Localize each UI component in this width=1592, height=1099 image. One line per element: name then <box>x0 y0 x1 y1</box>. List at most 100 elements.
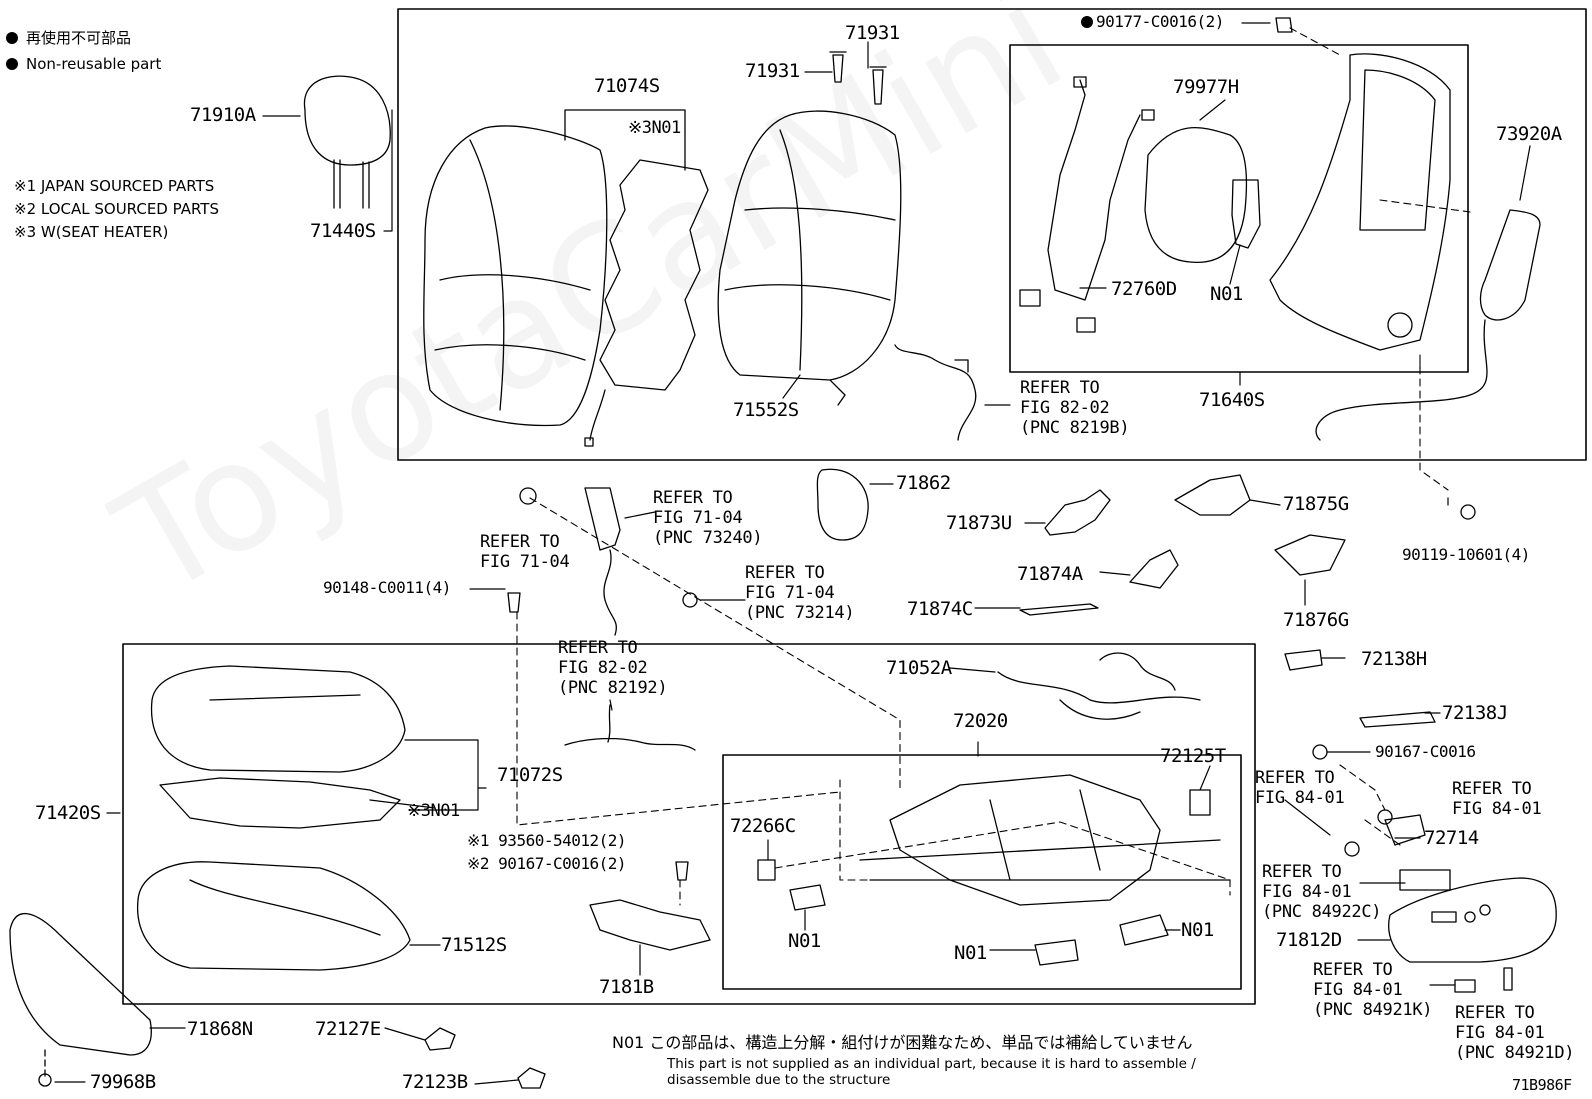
refer-fig-84-01-b[interactable]: REFER TO FIG 84-01 <box>1452 779 1542 819</box>
part-label-71931-a[interactable]: 71931 <box>745 60 800 82</box>
cushion-cover-drawing <box>150 665 406 773</box>
adjuster-subgroup-box <box>722 754 1242 990</box>
refer-fig-82-02-8219B[interactable]: REFER TO FIG 82-02 (PNC 8219B) <box>1020 378 1130 438</box>
part-label-72760D[interactable]: 72760D <box>1111 278 1177 300</box>
part-label-71640S[interactable]: 71640S <box>1199 389 1265 411</box>
refer-line: FIG 84-01 <box>1313 980 1403 1000</box>
part-label-90148[interactable]: 90148-C0011(4) <box>323 578 451 597</box>
legend-jp-text: 再使用不可部品 <box>26 29 132 47</box>
part-label-90167-2[interactable]: ※2 90167-C0016(2) <box>467 854 627 873</box>
part-label-71868N[interactable]: 71868N <box>187 1018 253 1040</box>
seatback-frame-parts-drawing <box>1019 76 1261 333</box>
seatback-pad-drawing <box>717 110 902 406</box>
part-label-71812D[interactable]: 71812D <box>1276 929 1342 951</box>
refer-line: (PNC 84922C) <box>1262 902 1382 922</box>
refer-fig-71-04-73240[interactable]: REFER TO FIG 71-04 (PNC 73240) <box>653 488 763 548</box>
legend-non-reusable-jp: 再使用不可部品 <box>6 31 131 46</box>
part-label-7181B[interactable]: 7181B <box>599 976 654 998</box>
refer-fig-71-04-73214[interactable]: REFER TO FIG 71-04 (PNC 73214) <box>745 563 855 623</box>
part-label-71875G[interactable]: 71875G <box>1283 493 1349 515</box>
part-label-n01-c[interactable]: N01 <box>1181 919 1214 941</box>
footnote-en-1: This part is not supplied as an individu… <box>667 1056 1196 1072</box>
refer-fig-84-01-84921D[interactable]: REFER TO FIG 84-01 (PNC 84921D) <box>1455 1003 1575 1063</box>
part-label-71552S[interactable]: 71552S <box>733 399 799 421</box>
part-label-n01-b[interactable]: N01 <box>954 942 987 964</box>
part-label-90177[interactable]: 90177-C0016(2) <box>1081 14 1224 30</box>
refer-line: FIG 82-02 <box>558 658 648 678</box>
part-label-72266C[interactable]: 72266C <box>730 815 796 837</box>
part-label-73920A[interactable]: 73920A <box>1496 123 1562 145</box>
part-label-71072S[interactable]: 71072S <box>497 764 563 786</box>
refer-line: FIG 71-04 <box>480 552 570 572</box>
non-reusable-dot-icon <box>6 32 18 44</box>
headrest-drawing <box>303 75 391 209</box>
part-label-71052A[interactable]: 71052A <box>886 657 952 679</box>
non-reusable-dot-icon <box>1081 16 1093 28</box>
refer-fig-82-02-82192[interactable]: REFER TO FIG 82-02 (PNC 82192) <box>558 638 668 698</box>
part-label-72714[interactable]: 72714 <box>1424 827 1479 849</box>
part-label-71074S[interactable]: 71074S <box>594 75 660 97</box>
seatback-heater-drawing <box>584 159 709 447</box>
cushion-switch-harness-drawing <box>564 704 696 751</box>
cover-71875G-drawing <box>1174 474 1251 516</box>
refer-line: FIG 82-02 <box>1020 398 1110 418</box>
legend-note-3: ※3 W(SEAT HEATER) <box>14 223 169 241</box>
footnote-en-2: disassemble due to the structure <box>667 1072 891 1088</box>
part-label-71873U[interactable]: 71873U <box>946 512 1012 534</box>
refer-line: FIG 71-04 <box>745 583 835 603</box>
part-label-72125T[interactable]: 72125T <box>1160 745 1226 767</box>
part-label-90119[interactable]: 90119-10601(4) <box>1402 545 1530 564</box>
part-label-71876G[interactable]: 71876G <box>1283 609 1349 631</box>
part-label-71874C[interactable]: 71874C <box>907 598 973 620</box>
part-label-93560[interactable]: ※1 93560-54012(2) <box>467 831 627 850</box>
part-label-72138J[interactable]: 72138J <box>1442 702 1508 724</box>
refer-fig-71-04[interactable]: REFER TO FIG 71-04 <box>480 532 570 572</box>
part-label-90177-text: 90177-C0016(2) <box>1096 12 1224 31</box>
refer-fig-84-01-84921K[interactable]: REFER TO FIG 84-01 (PNC 84921K) <box>1313 960 1433 1020</box>
part-label-71874A[interactable]: 71874A <box>1017 563 1083 585</box>
part-label-72123B[interactable]: 72123B <box>402 1071 468 1093</box>
part-label-72020[interactable]: 72020 <box>953 710 1008 732</box>
non-reusable-dot-icon <box>6 58 18 70</box>
part-label-72127E[interactable]: 72127E <box>315 1018 381 1040</box>
part-label-71512S[interactable]: 71512S <box>441 934 507 956</box>
refer-line: (PNC 84921D) <box>1455 1043 1575 1063</box>
seatback-group-box <box>397 8 1587 461</box>
dashed-guide-lines <box>516 27 1471 906</box>
seatback-frame-drawing <box>1269 53 1451 351</box>
figure-code: 71B986F <box>1512 1076 1572 1094</box>
part-label-n01-a[interactable]: N01 <box>788 930 821 952</box>
part-label-71440S[interactable]: 71440S <box>310 220 376 242</box>
refer-line: FIG 84-01 <box>1452 799 1542 819</box>
cover-71862-drawing <box>816 468 869 541</box>
part-label-90167[interactable]: 90167-C0016 <box>1375 742 1476 761</box>
frame-subgroup-box <box>1009 44 1469 373</box>
cover-71876G-drawing <box>1274 534 1346 576</box>
refer-line: REFER TO <box>1020 378 1100 398</box>
refer-line: FIG 84-01 <box>1255 788 1345 808</box>
part-label-n01-back-motor[interactable]: N01 <box>1210 283 1243 305</box>
cover-71874A-drawing <box>1129 549 1179 589</box>
refer-line: (PNC 73240) <box>653 528 763 548</box>
refer-line: FIG 71-04 <box>653 508 743 528</box>
refer-line: (PNC 8219B) <box>1020 418 1130 438</box>
harness-drawing-back <box>894 344 977 441</box>
cushion-pad-drawing <box>136 861 411 971</box>
part-label-79977H[interactable]: 79977H <box>1173 76 1239 98</box>
part-label-n01-cushion-heater[interactable]: ※3N01 <box>407 801 460 821</box>
part-label-71862[interactable]: 71862 <box>896 472 951 494</box>
refer-line: FIG 84-01 <box>1455 1023 1545 1043</box>
refer-fig-84-01-84922C[interactable]: REFER TO FIG 84-01 (PNC 84922C) <box>1262 862 1382 922</box>
seatback-cover-drawing <box>423 109 686 427</box>
part-label-71910A[interactable]: 71910A <box>190 104 256 126</box>
part-label-72138H[interactable]: 72138H <box>1361 648 1427 670</box>
refer-fig-84-01-a[interactable]: REFER TO FIG 84-01 <box>1255 768 1345 808</box>
part-label-71931-b[interactable]: 71931 <box>845 22 900 44</box>
part-label-71420S[interactable]: 71420S <box>35 802 101 824</box>
part-label-79968B[interactable]: 79968B <box>90 1071 156 1093</box>
cushion-group-box <box>122 643 1256 1005</box>
part-label-n01-back-heater[interactable]: ※3N01 <box>628 118 681 138</box>
refer-line: (PNC 84921K) <box>1313 1000 1433 1020</box>
